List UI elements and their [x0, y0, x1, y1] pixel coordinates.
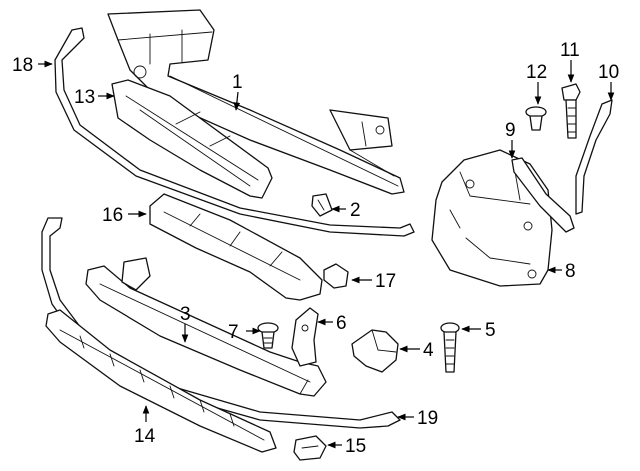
part-3-lower-beam: [85, 257, 327, 397]
callout-4: 4: [423, 340, 434, 361]
callout-19: 19: [417, 408, 438, 429]
part-15-cap: [293, 435, 327, 461]
leader-lines: [38, 60, 615, 449]
callout-12: 12: [526, 62, 547, 83]
callout-5: 5: [485, 320, 496, 341]
callout-1: 1: [232, 72, 243, 93]
callout-8: 8: [565, 261, 576, 282]
part-13-absorber: [111, 79, 273, 199]
part-14-lower-grille: [45, 309, 277, 453]
callout-6: 6: [336, 313, 347, 334]
part-16-deflector: [149, 193, 323, 301]
part-10-rod: [575, 99, 613, 215]
callouts: 1 2 3 4 5 6 7 8 9 10 11 12 13 14 15 16 1…: [12, 40, 619, 457]
part-2-clip: [311, 193, 333, 217]
callout-11: 11: [560, 40, 580, 61]
part-17-clip: [323, 263, 349, 289]
part-4-bracket: [351, 329, 399, 373]
callout-18: 18: [12, 55, 33, 76]
part-8-support-bracket: [431, 149, 553, 287]
callout-7: 7: [228, 322, 239, 343]
callout-15: 15: [345, 436, 366, 457]
callout-16: 16: [102, 205, 123, 226]
part-18-molding-strip: [54, 27, 415, 237]
callout-17: 17: [375, 271, 396, 292]
leader-1: [233, 91, 241, 111]
part-12-bolt: [525, 106, 547, 131]
callout-3: 3: [180, 304, 191, 325]
part-7-bolt: [257, 322, 279, 349]
part-6-bracket: [291, 307, 319, 367]
callout-9: 9: [505, 120, 516, 141]
part-9-strap: [511, 157, 575, 233]
callout-14: 14: [134, 426, 156, 447]
callout-10: 10: [598, 62, 619, 83]
callout-2: 2: [350, 200, 361, 221]
part-5-bolt: [440, 322, 460, 373]
part-11-bolt: [561, 83, 581, 139]
callout-13: 13: [74, 87, 95, 108]
